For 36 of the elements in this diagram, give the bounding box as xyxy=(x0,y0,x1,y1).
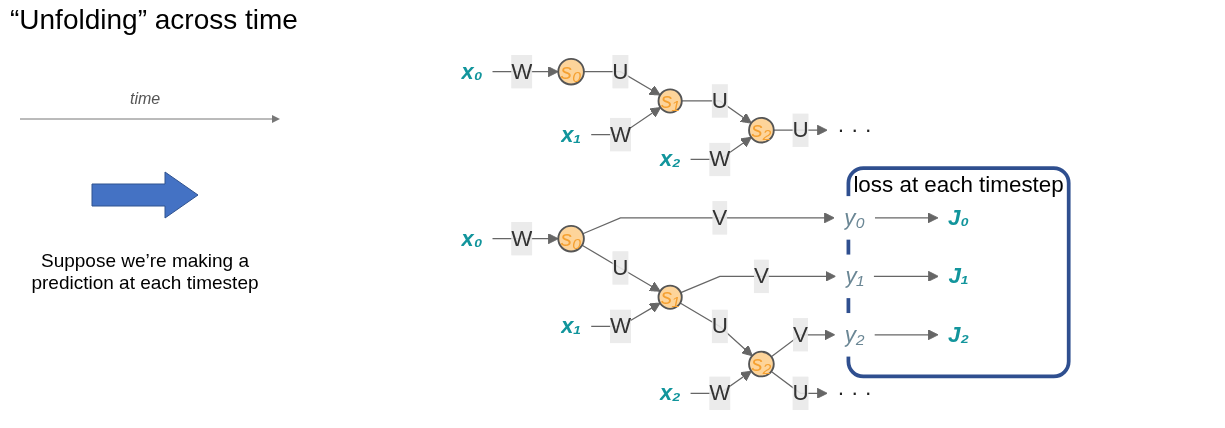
edge-label: W xyxy=(709,380,731,406)
edge-label: W xyxy=(511,225,533,251)
edge-label: U xyxy=(792,117,809,142)
edge-label: V xyxy=(793,321,808,347)
node-text: J₀ xyxy=(947,204,970,230)
arrow xyxy=(581,244,661,292)
node-circle: s₁ xyxy=(657,284,683,310)
arrow xyxy=(874,212,939,224)
node-text: · · · xyxy=(837,380,873,406)
edge-label: U xyxy=(711,87,728,113)
node-text: J₁ xyxy=(948,263,969,289)
node-circle: s₀ xyxy=(557,57,585,86)
arrow xyxy=(873,329,939,341)
edge-label: W xyxy=(511,58,533,84)
edge-label: U xyxy=(792,380,809,406)
node-circle: s₂ xyxy=(748,350,775,378)
arrow xyxy=(873,270,939,282)
node-circle: s₂ xyxy=(748,116,775,144)
note-text: Suppose we’re making a prediction at each timestep xyxy=(30,250,260,294)
title-text: “Unfolding” across time xyxy=(10,4,298,36)
edge-label: V xyxy=(712,204,728,230)
edge-label: V xyxy=(753,263,769,289)
edge-label: U xyxy=(612,58,629,84)
node-text: J₂ xyxy=(948,321,970,347)
edge-label: U xyxy=(612,254,629,280)
arrow xyxy=(679,302,753,357)
node-circle: s₁ xyxy=(657,88,683,114)
axis-label: time xyxy=(130,90,161,108)
edge-label: W xyxy=(609,313,632,339)
arrow xyxy=(680,270,837,294)
node-text: · · · xyxy=(837,117,873,142)
arrow xyxy=(582,212,835,235)
node-circle: s₀ xyxy=(557,224,585,253)
edge-label: W xyxy=(709,146,731,172)
edge-label: W xyxy=(609,121,632,147)
edge-label: U xyxy=(711,313,728,339)
